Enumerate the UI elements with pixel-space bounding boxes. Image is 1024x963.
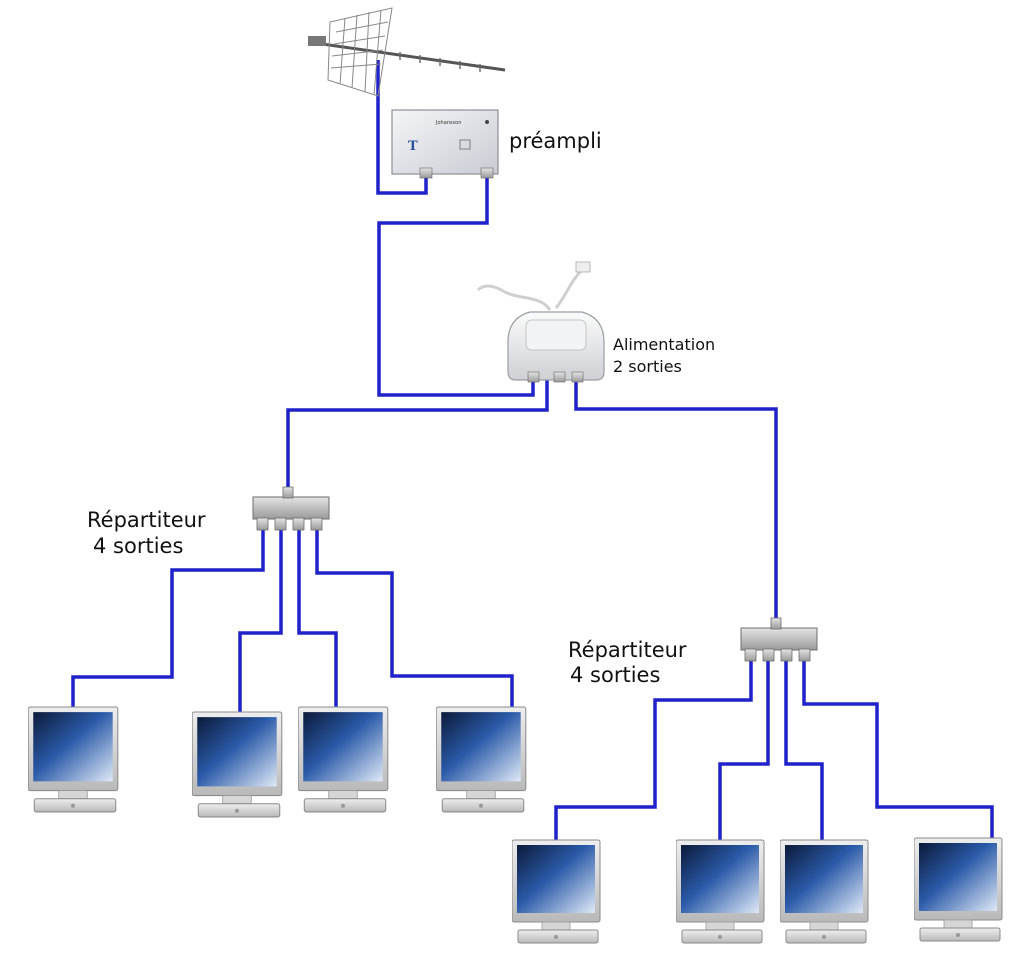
splitter-right-label-line2: 4 sorties [570, 663, 660, 687]
svg-text:T: T [408, 139, 418, 154]
cable-psu-to-splitter-left [286, 380, 549, 494]
cable-preamp-to-psu [377, 175, 535, 397]
splitter-left-label-line2: 4 sorties [93, 534, 183, 558]
preamp-label: préampli [509, 129, 602, 153]
cable-left-out2 [238, 530, 283, 716]
splitter-right-device [740, 617, 818, 662]
cable-right-out2 [718, 660, 770, 846]
cable-right-out3 [784, 660, 824, 846]
tv-monitor-right-4-icon [914, 837, 1003, 942]
preamp-brand-label: Johansson [435, 120, 461, 126]
power-supply-label-line2: 2 sorties [613, 357, 682, 376]
cable-right-out4 [802, 660, 994, 845]
cable-left-out1 [71, 530, 265, 712]
power-supply-device [476, 261, 605, 383]
tv-monitor-left-3-icon [298, 706, 389, 813]
cable-right-out1 [554, 660, 753, 846]
cable-left-out3 [297, 530, 338, 712]
splitter-left-label-line1: Répartiteur [87, 508, 206, 532]
preamp-device: Johansson T [391, 109, 499, 179]
splitter-left-device [252, 486, 330, 531]
cable-antenna-to-preamp [376, 60, 428, 195]
tv-monitor-left-2-icon [192, 711, 283, 818]
cable-left-out4 [315, 530, 514, 712]
power-supply-label-line1: Alimentation [613, 335, 715, 354]
tv-monitor-left-1-icon [28, 706, 119, 813]
cables [71, 60, 994, 846]
tv-monitor-right-1-icon [512, 839, 601, 944]
splitter-right-label-line1: Répartiteur [568, 638, 687, 662]
tv-monitor-right-2-icon [676, 839, 765, 944]
cable-psu-to-splitter-right [574, 380, 778, 625]
tv-monitor-left-4-icon [436, 706, 527, 813]
antenna-icon [307, 7, 506, 97]
tv-monitor-right-3-icon [780, 839, 869, 944]
